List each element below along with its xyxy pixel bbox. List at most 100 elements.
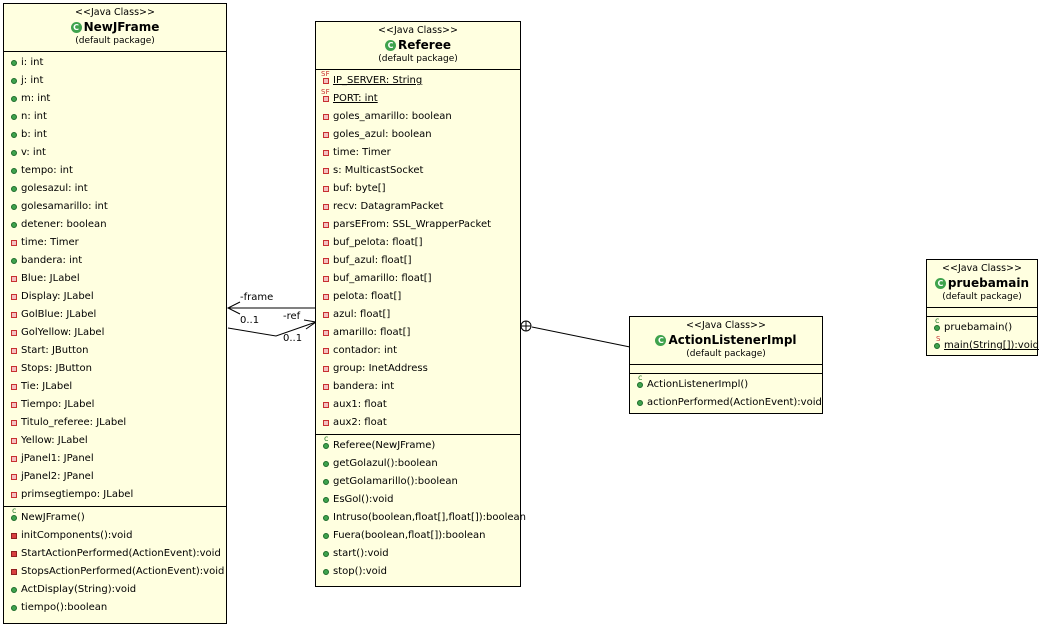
attribute-row[interactable]: goles_amarillo: boolean	[316, 108, 520, 126]
method-row[interactable]: getGolazul():boolean	[316, 455, 520, 473]
priv-visibility-icon	[323, 240, 329, 246]
attribute-row[interactable]: parsEFrom: SSL_WrapperPacket	[316, 216, 520, 234]
ctor-visibility-icon	[934, 317, 940, 331]
attribute-row[interactable]: pelota: float[]	[316, 288, 520, 306]
attribute-row[interactable]: Tiempo: JLabel	[4, 396, 226, 414]
method-row[interactable]: main(String[]):void	[927, 335, 1039, 355]
attribute-text: aux1: float	[333, 399, 387, 410]
method-row[interactable]: ActDisplay(String):void	[4, 581, 226, 599]
class-name-text: Referee	[398, 38, 451, 52]
pub-visibility-icon	[11, 587, 17, 593]
attribute-row[interactable]: Tie: JLabel	[4, 378, 226, 396]
attributes-compartment	[927, 308, 1037, 317]
class-icon: C	[70, 22, 82, 33]
priv-visibility-icon	[323, 276, 329, 282]
attribute-row[interactable]: n: int	[4, 108, 226, 126]
attribute-row[interactable]: GolBlue: JLabel	[4, 306, 226, 324]
attribute-text: Tiempo: JLabel	[21, 399, 95, 410]
method-row[interactable]: pruebamain()	[927, 317, 1037, 337]
attribute-row[interactable]: group: InetAddress	[316, 360, 520, 378]
method-row[interactable]: tiempo():boolean	[4, 599, 226, 617]
method-row[interactable]: Fuera(boolean,float[]):boolean	[316, 527, 520, 545]
attribute-text: Display: JLabel	[21, 291, 94, 302]
attribute-row[interactable]: Titulo_referee: JLabel	[4, 414, 226, 432]
attribute-row[interactable]: GolYellow: JLabel	[4, 324, 226, 342]
attribute-row[interactable]: aux1: float	[316, 396, 520, 414]
method-row[interactable]: initComponents():void	[4, 527, 226, 545]
pub-visibility-icon	[11, 78, 17, 84]
method-row[interactable]: stop():void	[316, 563, 520, 581]
attribute-row[interactable]: Start: JButton	[4, 342, 226, 360]
attribute-row[interactable]: Display: JLabel	[4, 288, 226, 306]
attribute-row[interactable]: buf: byte[]	[316, 180, 520, 198]
attribute-row[interactable]: jPanel1: JPanel	[4, 450, 226, 468]
attribute-row[interactable]: buf_azul: float[]	[316, 252, 520, 270]
attribute-row[interactable]: tempo: int	[4, 162, 226, 180]
method-row[interactable]: StartActionPerformed(ActionEvent):void	[4, 545, 226, 563]
attribute-row[interactable]: recv: DatagramPacket	[316, 198, 520, 216]
attribute-row[interactable]: Yellow: JLabel	[4, 432, 226, 450]
attribute-row[interactable]: detener: boolean	[4, 216, 226, 234]
attribute-row[interactable]: time: Timer	[316, 144, 520, 162]
attribute-row[interactable]: m: int	[4, 90, 226, 108]
attribute-row[interactable]: IP_SERVER: String	[316, 70, 520, 90]
stereotype-label: <<Java Class>>	[686, 320, 766, 331]
attribute-row[interactable]: bandera: int	[4, 252, 226, 270]
attribute-row[interactable]: Stops: JButton	[4, 360, 226, 378]
method-text: StopsActionPerformed(ActionEvent):void	[21, 566, 225, 577]
attribute-text: aux2: float	[333, 417, 387, 428]
attribute-row[interactable]: time: Timer	[4, 234, 226, 252]
attribute-row[interactable]: b: int	[4, 126, 226, 144]
attribute-text: GolYellow: JLabel	[21, 327, 105, 338]
attribute-row[interactable]: amarillo: float[]	[316, 324, 520, 342]
method-row[interactable]: NewJFrame()	[4, 507, 226, 527]
attribute-row[interactable]: bandera: int	[316, 378, 520, 396]
method-row[interactable]: start():void	[316, 545, 520, 563]
priv-visibility-icon	[323, 384, 329, 390]
attribute-row[interactable]: azul: float[]	[316, 306, 520, 324]
attribute-text: Start: JButton	[21, 345, 89, 356]
attribute-row[interactable]: Blue: JLabel	[4, 270, 226, 288]
method-row[interactable]: StopsActionPerformed(ActionEvent):void	[4, 563, 226, 581]
priv-visibility-icon	[11, 456, 17, 462]
method-row[interactable]: actionPerformed(ActionEvent):void	[630, 394, 822, 412]
attribute-text: azul: float[]	[333, 309, 391, 320]
methods-compartment: pruebamain()main(String[]):void	[927, 317, 1039, 357]
attribute-text: bandera: int	[21, 255, 83, 266]
methods-compartment: ActionListenerImpl()actionPerformed(Acti…	[630, 374, 822, 414]
attribute-text: goles_amarillo: boolean	[333, 111, 452, 122]
attribute-text: tempo: int	[21, 165, 73, 176]
method-row[interactable]: getGolamarillo():boolean	[316, 473, 520, 491]
attribute-row[interactable]: PORT: int	[316, 88, 520, 108]
method-row[interactable]: Intruso(boolean,float[],float[]):boolean	[316, 509, 526, 527]
pub-visibility-icon	[323, 497, 329, 503]
method-row[interactable]: EsGol():void	[316, 491, 520, 509]
method-text: Fuera(boolean,float[]):boolean	[333, 530, 486, 541]
attribute-row[interactable]: s: MulticastSocket	[316, 162, 520, 180]
attribute-row[interactable]: goles_azul: boolean	[316, 126, 520, 144]
method-row[interactable]: Referee(NewJFrame)	[316, 435, 520, 455]
attribute-row[interactable]: golesazul: int	[4, 180, 226, 198]
attribute-row[interactable]: primsegtiempo: JLabel	[4, 486, 226, 504]
attribute-row[interactable]: buf_amarillo: float[]	[316, 270, 520, 288]
attribute-row[interactable]: golesamarillo: int	[4, 198, 226, 216]
attribute-row[interactable]: buf_pelota: float[]	[316, 234, 520, 252]
attribute-row[interactable]: aux2: float	[316, 414, 520, 432]
attribute-text: jPanel2: JPanel	[21, 471, 94, 482]
pub-visibility-icon	[323, 551, 329, 557]
attribute-text: detener: boolean	[21, 219, 107, 230]
attribute-row[interactable]: j: int	[4, 72, 226, 90]
attribute-row[interactable]: i: int	[4, 54, 226, 72]
pub-visibility-icon	[323, 461, 329, 467]
attribute-row[interactable]: jPanel2: JPanel	[4, 468, 226, 486]
attribute-row[interactable]: v: int	[4, 144, 226, 162]
attribute-row[interactable]: contador: int	[316, 342, 520, 360]
priv-visibility-icon	[11, 294, 17, 300]
priv-visibility-icon	[323, 294, 329, 300]
method-row[interactable]: ActionListenerImpl()	[630, 374, 822, 394]
attributes-compartment	[630, 365, 822, 374]
